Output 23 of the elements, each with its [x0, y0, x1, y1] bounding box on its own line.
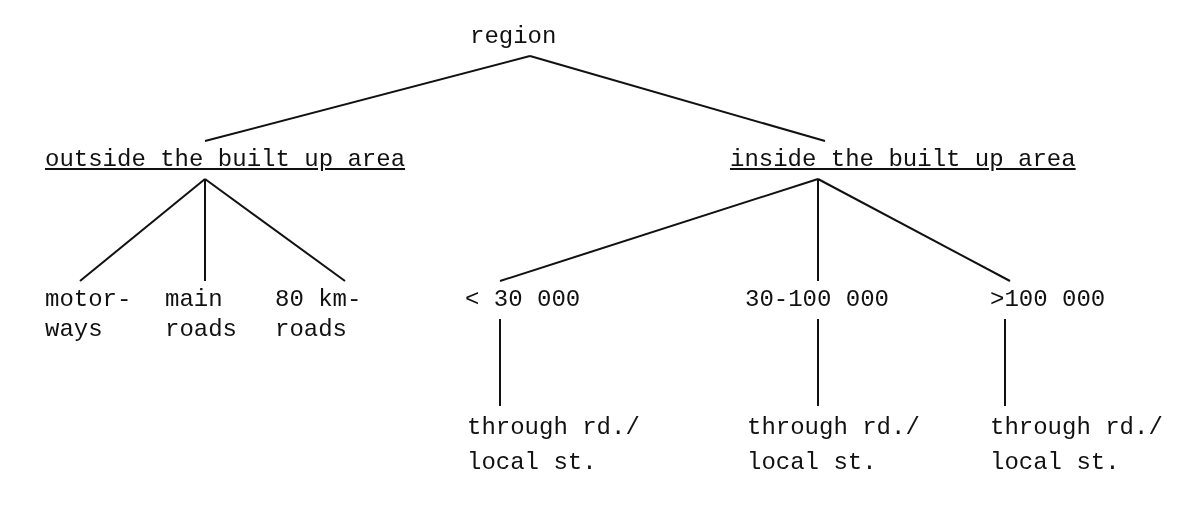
node-label: through rd./ local st. — [747, 413, 921, 478]
connector-line — [204, 178, 346, 282]
node-label: 30-100 000 — [745, 285, 890, 315]
node-label: inside the built up area — [730, 145, 1076, 175]
node-label: 80 km- roads — [275, 285, 363, 345]
node-label: region — [470, 22, 557, 52]
connector-line — [499, 178, 819, 282]
connector-line — [817, 178, 819, 282]
connector-line — [817, 318, 819, 407]
node-label: through rd./ local st. — [467, 413, 641, 478]
connector-line — [1004, 318, 1006, 407]
node-label: main roads — [165, 285, 238, 345]
connector-line — [817, 178, 1011, 282]
node-label: < 30 000 — [465, 285, 581, 315]
connector-line — [499, 318, 501, 407]
connector-line — [204, 178, 206, 282]
node-label: motor- ways — [45, 285, 133, 345]
node-label: outside the built up area — [45, 145, 406, 175]
node-label: >100 000 — [990, 285, 1106, 315]
connector-line — [529, 55, 826, 142]
connector-line — [79, 178, 206, 282]
node-label: through rd./ local st. — [990, 413, 1164, 478]
connector-line — [204, 55, 531, 142]
